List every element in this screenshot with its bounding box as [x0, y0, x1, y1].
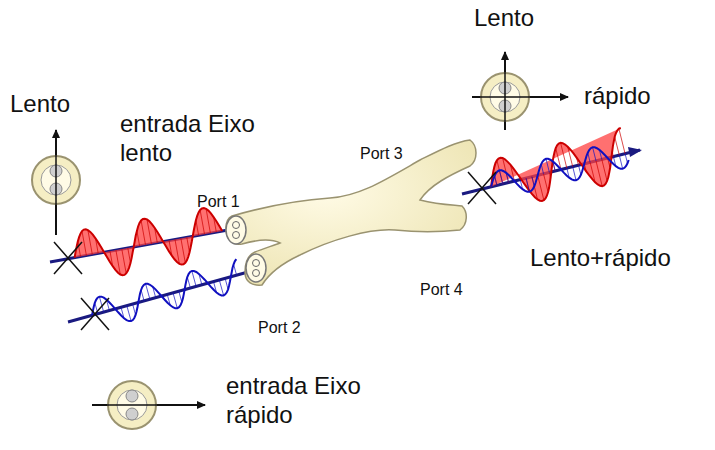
fast-wave-hatch — [179, 291, 182, 302]
out-fast-wave-hatch — [499, 170, 502, 184]
fast-wave-hatch — [146, 284, 150, 300]
slow-wave-hatch — [141, 221, 145, 245]
out-slow-wave-hatch — [596, 161, 602, 186]
slow-wave-hatch — [181, 239, 185, 263]
out-fast-wave-hatch — [520, 180, 522, 190]
cross-mark — [468, 172, 496, 204]
out-slow-wave-hatch — [615, 137, 620, 155]
slow-wave — [75, 208, 223, 275]
fiber-coupler — [226, 140, 476, 285]
out-fast-wave-hatch — [567, 168, 569, 178]
out-slow-wave-hatch — [561, 143, 567, 168]
cross-mark — [54, 242, 82, 274]
port2-end — [246, 254, 266, 282]
slow-wave-hatch — [96, 238, 99, 253]
out-slow-wave-hatch — [590, 162, 595, 182]
out-fast-wave-hatch — [599, 150, 601, 160]
output-arrowhead — [628, 147, 642, 157]
fast-wave-hatch — [167, 294, 170, 305]
out-fast-wave-hatch — [619, 155, 622, 169]
out-fast-wave-hatch — [588, 153, 590, 163]
out-fast-wave-hatch — [526, 178, 529, 192]
port-label: Port 1 — [197, 192, 240, 211]
axis-label: rápido — [584, 82, 651, 111]
slow-wave-hatch — [214, 217, 217, 232]
fast-wave-hatch — [127, 306, 131, 321]
out-slow-wave-hatch — [519, 177, 521, 180]
polarization-icon-slow — [32, 130, 80, 235]
fast-wave-hatch — [173, 293, 177, 308]
out-slow-wave-hatch — [602, 159, 607, 181]
port-label: Port 2 — [258, 318, 301, 337]
slow-wave-hatch — [196, 220, 199, 235]
axis-label: Lento+rápido — [530, 244, 671, 273]
slow-wave-hatch — [147, 219, 151, 243]
fast-wave-hatch — [225, 278, 228, 289]
out-fast-wave — [491, 147, 629, 192]
out-slow-wave-hatch — [612, 152, 613, 157]
port-label: Port 3 — [360, 144, 403, 163]
slow-wave-hatch — [206, 209, 210, 233]
out-fast-wave-hatch — [553, 161, 555, 171]
port1-end — [226, 216, 246, 244]
polarization-icon-top — [472, 52, 568, 130]
axis-label: entrada Eixo lento — [120, 110, 290, 168]
fast-wave-hatch — [214, 282, 217, 293]
out-fast-wave-hatch — [506, 173, 508, 183]
slow-wave-hatch — [200, 210, 204, 234]
out-slow-wave-hatch — [619, 129, 625, 154]
fast-wave-hatch — [187, 277, 190, 288]
out-slow-wave-hatch — [549, 172, 550, 177]
slow-wave-hatch — [155, 228, 158, 243]
fast-wave-hatch — [234, 264, 237, 275]
slow-wave-hatch — [128, 248, 131, 263]
out-fast-wave-hatch — [625, 154, 627, 164]
slow-wave-hatch — [110, 251, 113, 266]
slow-wave-hatch — [175, 240, 179, 264]
axis-label: Lento — [474, 4, 534, 33]
fast-wave — [92, 259, 236, 321]
out-fast-wave-hatch — [579, 165, 581, 175]
out-slow-wave-hatch — [577, 158, 579, 166]
slow-wave-hatch — [116, 250, 120, 274]
out-fast-wave-hatch — [613, 157, 615, 167]
out-fast-wave-hatch — [532, 177, 534, 187]
out-fast-wave-hatch — [593, 147, 596, 161]
cross-mark — [81, 298, 109, 330]
slow-wave-hatch — [137, 231, 140, 246]
cross-mark — [468, 172, 496, 204]
out-slow-wave-hatch — [538, 175, 544, 200]
slow-wave-hatch — [169, 241, 172, 256]
cross-mark — [54, 242, 82, 274]
fast-wave-hatch — [219, 280, 223, 295]
polarization-icon-fast — [92, 381, 205, 429]
fast-wave-hatch — [199, 274, 202, 285]
axis-label: entrada Eixo rápido — [226, 372, 396, 430]
slow-wave-hatch — [187, 237, 190, 252]
fast-wave-hatch — [141, 290, 144, 301]
out-slow-wave-hatch — [568, 147, 573, 167]
slow-wave-hatch — [82, 231, 86, 255]
out-fast-wave-hatch — [546, 159, 549, 173]
fast-wave-hatch — [192, 271, 196, 286]
out-fast-wave-hatch — [495, 176, 497, 186]
port-label: Port 4 — [420, 280, 463, 299]
out-slow-wave-hatch — [544, 174, 549, 192]
fast-wave-hatch — [133, 304, 136, 315]
cross-mark — [81, 298, 109, 330]
fast-wave-hatch — [153, 287, 156, 298]
slow-wave-hatch — [88, 230, 92, 254]
slow-wave-hatch — [122, 249, 126, 273]
slow-wave-fill — [75, 208, 223, 275]
out-fast-wave-hatch — [573, 167, 576, 181]
out-fast-wave-hatch — [541, 164, 543, 174]
fast-wave-hatch — [121, 307, 124, 318]
axis-label: Lento — [10, 90, 70, 119]
